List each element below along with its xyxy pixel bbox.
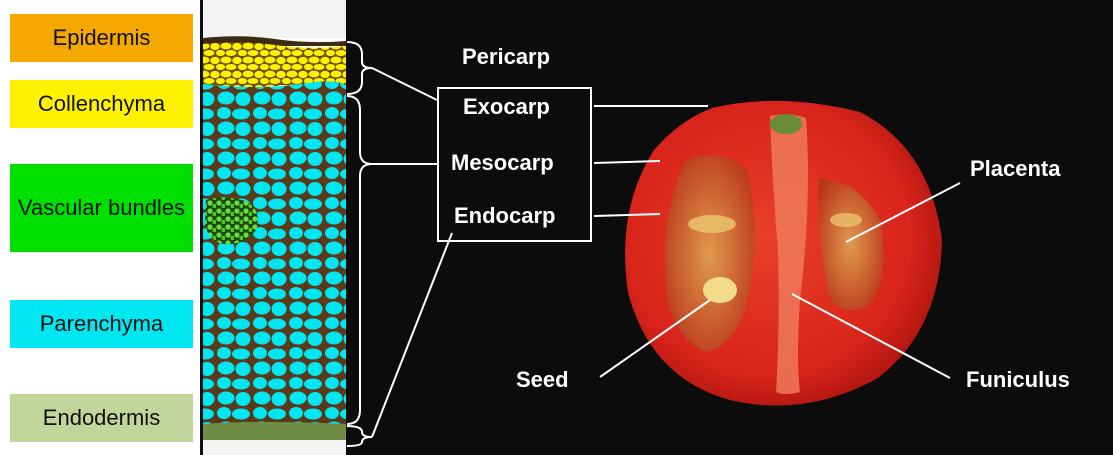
connector-exocarp bbox=[372, 68, 437, 100]
line-placenta bbox=[846, 183, 960, 242]
pericarp-label: Pericarp bbox=[462, 44, 550, 70]
line-seed bbox=[600, 300, 710, 377]
mesocarp-label: Mesocarp bbox=[451, 150, 554, 176]
line-endocarp bbox=[594, 214, 660, 216]
bracket-exocarp-layers bbox=[347, 42, 372, 94]
exocarp-label: Exocarp bbox=[463, 94, 550, 120]
placenta-label: Placenta bbox=[970, 156, 1061, 182]
line-mesocarp bbox=[594, 161, 660, 163]
endocarp-label: Endocarp bbox=[454, 203, 555, 229]
bracket-endocarp-layer bbox=[347, 426, 372, 446]
funiculus-label: Funiculus bbox=[966, 367, 1070, 393]
connector-endocarp bbox=[372, 233, 452, 437]
bracket-mesocarp-layers bbox=[347, 96, 372, 424]
seed-label: Seed bbox=[516, 367, 569, 393]
line-funiculus bbox=[792, 294, 950, 378]
